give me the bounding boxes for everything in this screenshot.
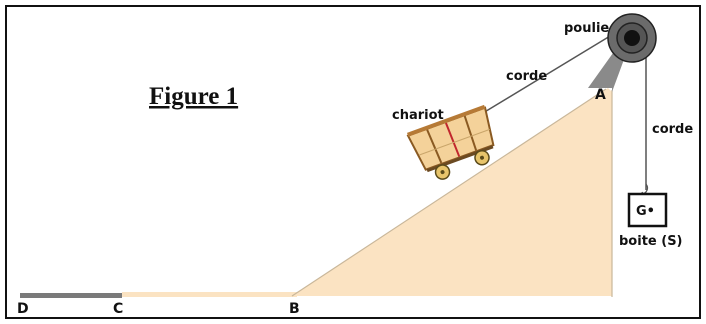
- cart: [406, 104, 495, 180]
- pulley-support: [588, 46, 626, 92]
- rope-vertical-label: corde: [652, 122, 693, 137]
- point-a-label: A: [595, 87, 606, 103]
- cart-label: chariot: [392, 108, 444, 123]
- rough-segment-dc: [20, 293, 122, 298]
- figure-title: Figure 1: [149, 83, 238, 110]
- point-d-label: D: [17, 301, 29, 317]
- rope-incline: [477, 29, 621, 117]
- incline-ramp: [122, 88, 612, 296]
- point-b-label: B: [289, 301, 300, 317]
- cart-wheel-back: [474, 149, 490, 166]
- center-mass-label: G•: [636, 204, 655, 219]
- frame-border: [5, 5, 701, 319]
- rope-incline-label: corde: [506, 69, 547, 84]
- incline-surface: [291, 88, 607, 297]
- flat-ground-bc: [122, 292, 297, 297]
- box-label: boite (S): [619, 234, 683, 249]
- box-s: [627, 192, 668, 228]
- pulley-label: poulie: [564, 21, 609, 36]
- cart-wheel-front: [434, 164, 451, 180]
- point-c-label: C: [113, 301, 123, 317]
- pulley: [607, 13, 657, 63]
